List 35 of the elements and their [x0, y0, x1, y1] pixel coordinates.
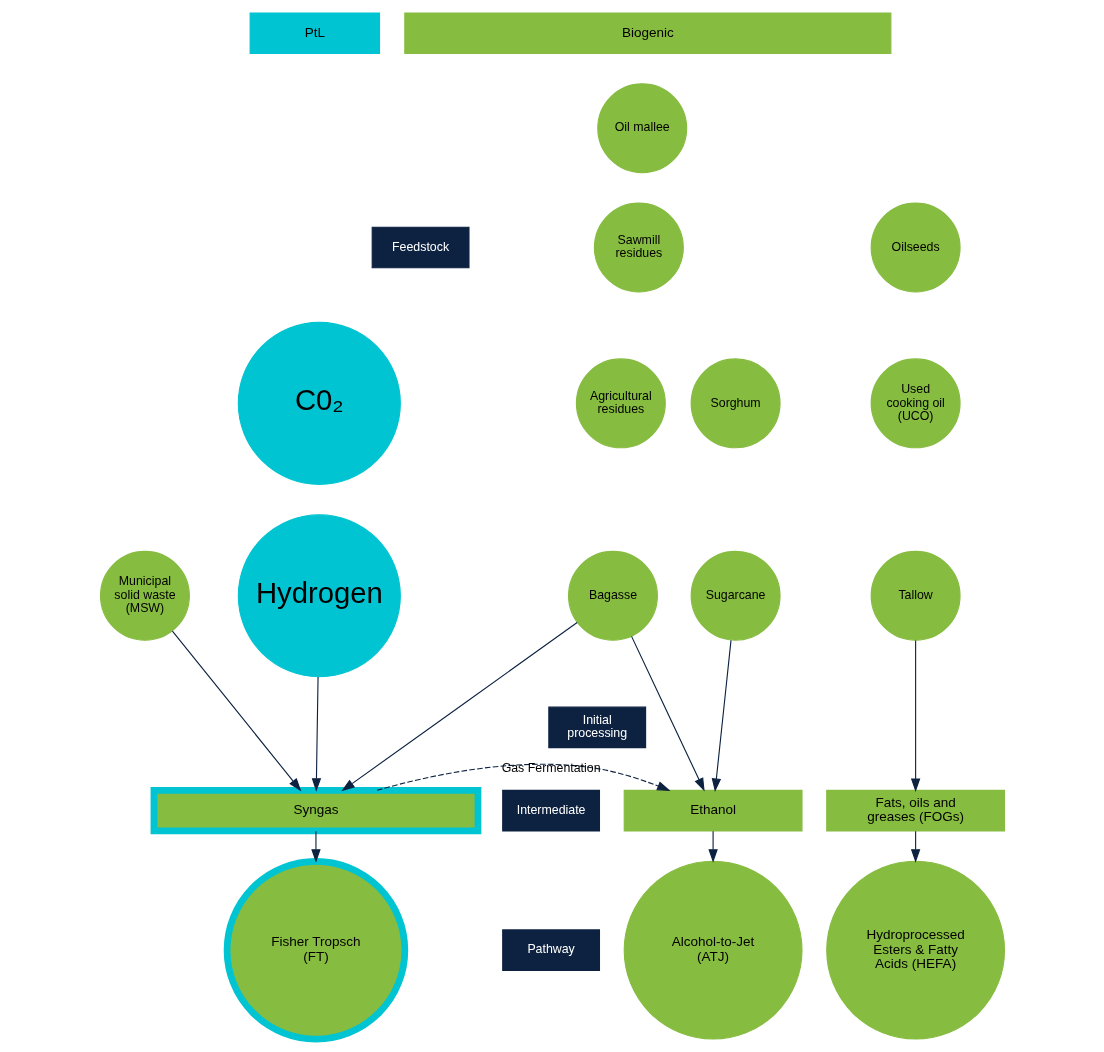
node-box: PtL [249, 12, 380, 55]
arrow [340, 621, 578, 792]
arrow [311, 676, 321, 792]
node-circle: Oilseeds [870, 202, 961, 293]
node-circle: Agricultural residues [575, 358, 666, 449]
node-circle: C0₂ [237, 321, 401, 485]
node-box: Intermediate [501, 789, 600, 832]
node-circle: Hydroprocessed Esters & Fatty Acids (HEFA) [825, 860, 1005, 1040]
node-circle: Hydrogen [237, 514, 401, 678]
node-circle: Used cooking oil (UCO) [870, 358, 961, 449]
node-circle: Alcohol-to-Jet (ATJ) [623, 860, 803, 1040]
node-circle: Oil mallee [596, 83, 687, 174]
node-box: Pathway [501, 929, 600, 971]
arrow [376, 763, 671, 791]
node-circle: Bagasse [567, 550, 658, 641]
node-box: Fats, oils and greases (FOGs) [825, 789, 1005, 832]
arrow [630, 635, 705, 792]
node-circle: Sorghum [690, 358, 781, 449]
node-box: Feedstock [371, 226, 470, 269]
node-box: Initial processing [547, 706, 646, 749]
node-circle: Fisher Tropsch (FT) [223, 857, 408, 1043]
arrow [910, 639, 920, 792]
arrow [711, 639, 732, 792]
edge-label: Gas Fermentation [501, 761, 601, 776]
node-circle: Sawmill residues [593, 202, 684, 293]
arrow [171, 630, 301, 792]
node-circle: Sugarcane [690, 550, 781, 641]
node-box: Syngas [150, 787, 481, 835]
node-box: Biogenic [403, 12, 891, 55]
node-circle: Tallow [870, 550, 961, 641]
arrow [310, 830, 321, 863]
node-circle: Municipal solid waste (MSW) [99, 550, 190, 641]
arrow [910, 830, 920, 863]
arrow [707, 830, 718, 863]
node-box: Ethanol [623, 789, 803, 832]
